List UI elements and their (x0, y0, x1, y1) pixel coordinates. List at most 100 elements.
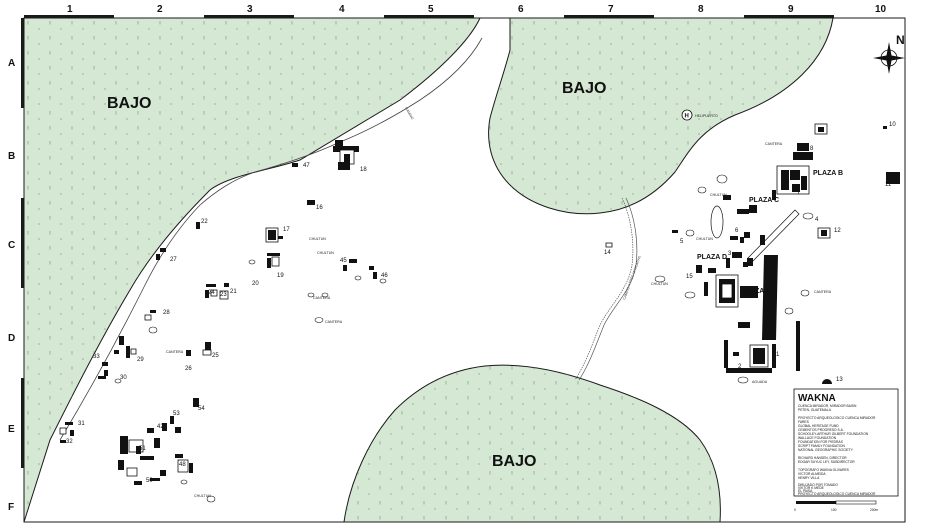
svg-text:HENRY VILLA: HENRY VILLA (798, 476, 820, 480)
svg-text:13: 13 (836, 377, 843, 383)
svg-text:HELIPUERTO: HELIPUERTO (695, 114, 718, 118)
svg-text:4: 4 (815, 217, 819, 223)
svg-text:3: 3 (247, 4, 253, 15)
svg-text:16: 16 (316, 205, 323, 211)
svg-text:5: 5 (428, 4, 434, 15)
svg-text:RICHARD HANSEN, DIRECTOR: RICHARD HANSEN, DIRECTOR (798, 456, 847, 460)
svg-text:SCHOOLEY-ARTHUR GILBERT FOUNDA: SCHOOLEY-ARTHUR GILBERT FOUNDATION (798, 432, 869, 436)
svg-text:DIBUJADO POR TOMADO: DIBUJADO POR TOMADO (798, 483, 838, 487)
svg-text:31: 31 (78, 421, 85, 427)
svg-text:1: 1 (67, 4, 73, 15)
svg-text:C: C (8, 240, 15, 251)
legend-box: WAKNA CUENCA MIRADOR, MIRADOR BASIN PETE… (793, 388, 899, 497)
svg-text:47: 47 (303, 163, 310, 169)
svg-text:CHULTUN: CHULTUN (696, 237, 713, 241)
svg-text:CANTERA: CANTERA (765, 142, 783, 146)
bajo-label-west: BAJO (107, 95, 151, 112)
svg-text:12: 12 (834, 228, 841, 234)
svg-text:26: 26 (185, 366, 192, 372)
svg-text:1: 1 (776, 352, 780, 358)
svg-text:CUENCA MIRADOR, MIRADOR BASIN: CUENCA MIRADOR, MIRADOR BASIN (798, 404, 857, 408)
plaza-c-label: PLAZA C (749, 197, 779, 204)
svg-text:2: 2 (738, 364, 742, 370)
svg-text:28: 28 (163, 310, 170, 316)
bajo-north (488, 17, 834, 215)
svg-text:AGUADA: AGUADA (752, 380, 768, 384)
legend-lines: CUENCA MIRADOR, MIRADOR BASIN PETEN, GUA… (798, 404, 876, 496)
svg-text:29: 29 (137, 357, 144, 363)
svg-text:17: 17 (283, 227, 290, 233)
svg-text:9: 9 (809, 156, 813, 162)
svg-text:A: A (8, 58, 15, 69)
svg-text:37: 37 (121, 438, 128, 444)
svg-text:F: F (8, 502, 14, 513)
svg-text:8: 8 (810, 146, 814, 152)
svg-text:23: 23 (220, 292, 227, 298)
svg-text:CANTERA: CANTERA (313, 296, 331, 300)
svg-text:CHULTUN: CHULTUN (710, 193, 727, 197)
minor-labels: CHULTUN CANTERA CANTERA CHULTUN CHULTUN … (166, 142, 832, 498)
svg-text:6: 6 (518, 4, 524, 15)
svg-text:FOUNDATION FOR PIEDRAS: FOUNDATION FOR PIEDRAS (798, 440, 844, 444)
svg-text:21: 21 (230, 289, 237, 295)
svg-text:9: 9 (788, 4, 794, 15)
bajo-west (23, 17, 481, 523)
svg-text:20: 20 (252, 281, 259, 287)
svg-text:33: 33 (93, 354, 100, 360)
svg-text:27: 27 (170, 257, 177, 263)
svg-text:100: 100 (831, 508, 837, 512)
svg-text:H: H (685, 114, 689, 120)
bajo-south (343, 364, 721, 523)
grid-row-labels: A B C D E F (8, 58, 15, 513)
road-label-camino: CAMINO (404, 107, 414, 121)
svg-text:15: 15 (686, 274, 693, 280)
structures-east (605, 123, 900, 384)
svg-text:18: 18 (360, 167, 367, 173)
scale-bar: 0 100 200m (794, 500, 879, 512)
svg-text:7: 7 (608, 4, 614, 15)
svg-text:6: 6 (735, 228, 739, 234)
svg-text:CHULTUN: CHULTUN (317, 251, 334, 255)
svg-text:8: 8 (698, 4, 704, 15)
svg-text:7: 7 (797, 190, 801, 196)
svg-text:FARES: FARES (798, 420, 810, 424)
svg-text:54: 54 (198, 406, 205, 412)
svg-text:5: 5 (680, 239, 684, 245)
grid-column-labels: 1 2 3 4 5 6 7 8 9 10 (67, 4, 887, 15)
plaza-b-label: PLAZA B (813, 170, 843, 177)
heliport-marker: H HELIPUERTO (681, 109, 718, 121)
svg-text:51: 51 (139, 446, 146, 452)
svg-text:14: 14 (604, 250, 611, 256)
svg-text:4: 4 (339, 4, 345, 15)
svg-text:CHULTUN: CHULTUN (651, 282, 668, 286)
svg-text:VIKTOR K MEDE: VIKTOR K MEDE (798, 486, 825, 490)
svg-text:B: B (8, 151, 15, 162)
svg-text:VICTOR ALMEIDA: VICTOR ALMEIDA (798, 472, 826, 476)
svg-text:19: 19 (277, 273, 284, 279)
svg-text:CANTERA: CANTERA (325, 320, 343, 324)
svg-text:WALLACE FOUNDATION: WALLACE FOUNDATION (798, 436, 837, 440)
svg-text:0: 0 (794, 508, 796, 512)
plaza-a-label: PLAZA A (741, 288, 771, 295)
svg-text:24: 24 (208, 290, 215, 296)
svg-text:10: 10 (889, 122, 896, 128)
svg-text:E: E (8, 424, 15, 435)
svg-text:2: 2 (157, 4, 163, 15)
svg-text:CANTERA: CANTERA (166, 350, 184, 354)
svg-text:NATIONAL GEOGRAPHIC SOCIETY: NATIONAL GEOGRAPHIC SOCIETY (798, 448, 854, 452)
svg-text:200m: 200m (870, 508, 879, 512)
svg-text:N: N (896, 33, 905, 47)
north-arrow-icon: N (873, 33, 905, 74)
svg-text:TOPOGRAFO WAKNA OLIVARES: TOPOGRAFO WAKNA OLIVARES (798, 468, 850, 472)
grid-ticks (21, 15, 834, 468)
bajo-label-north: BAJO (562, 80, 606, 97)
svg-text:GLOBAL HERITAGE FUND: GLOBAL HERITAGE FUND (798, 424, 839, 428)
svg-text:PROYECTO ARQUEOLOGICO CUENCA M: PROYECTO ARQUEOLOGICO CUENCA MIRADOR (798, 492, 876, 496)
bajo-label-south: BAJO (492, 453, 536, 470)
svg-text:48: 48 (179, 462, 186, 468)
plaza-d-label: PLAZA D (697, 254, 727, 261)
svg-text:PROYECTO ARQUEOLOGICO CUENCA M: PROYECTO ARQUEOLOGICO CUENCA MIRADOR (798, 416, 876, 420)
svg-text:50: 50 (146, 478, 153, 484)
svg-text:PETEN, GUATEMALA: PETEN, GUATEMALA (798, 408, 832, 412)
svg-text:CEMENTOS PROGRESO S.A.: CEMENTOS PROGRESO S.A. (798, 428, 844, 432)
